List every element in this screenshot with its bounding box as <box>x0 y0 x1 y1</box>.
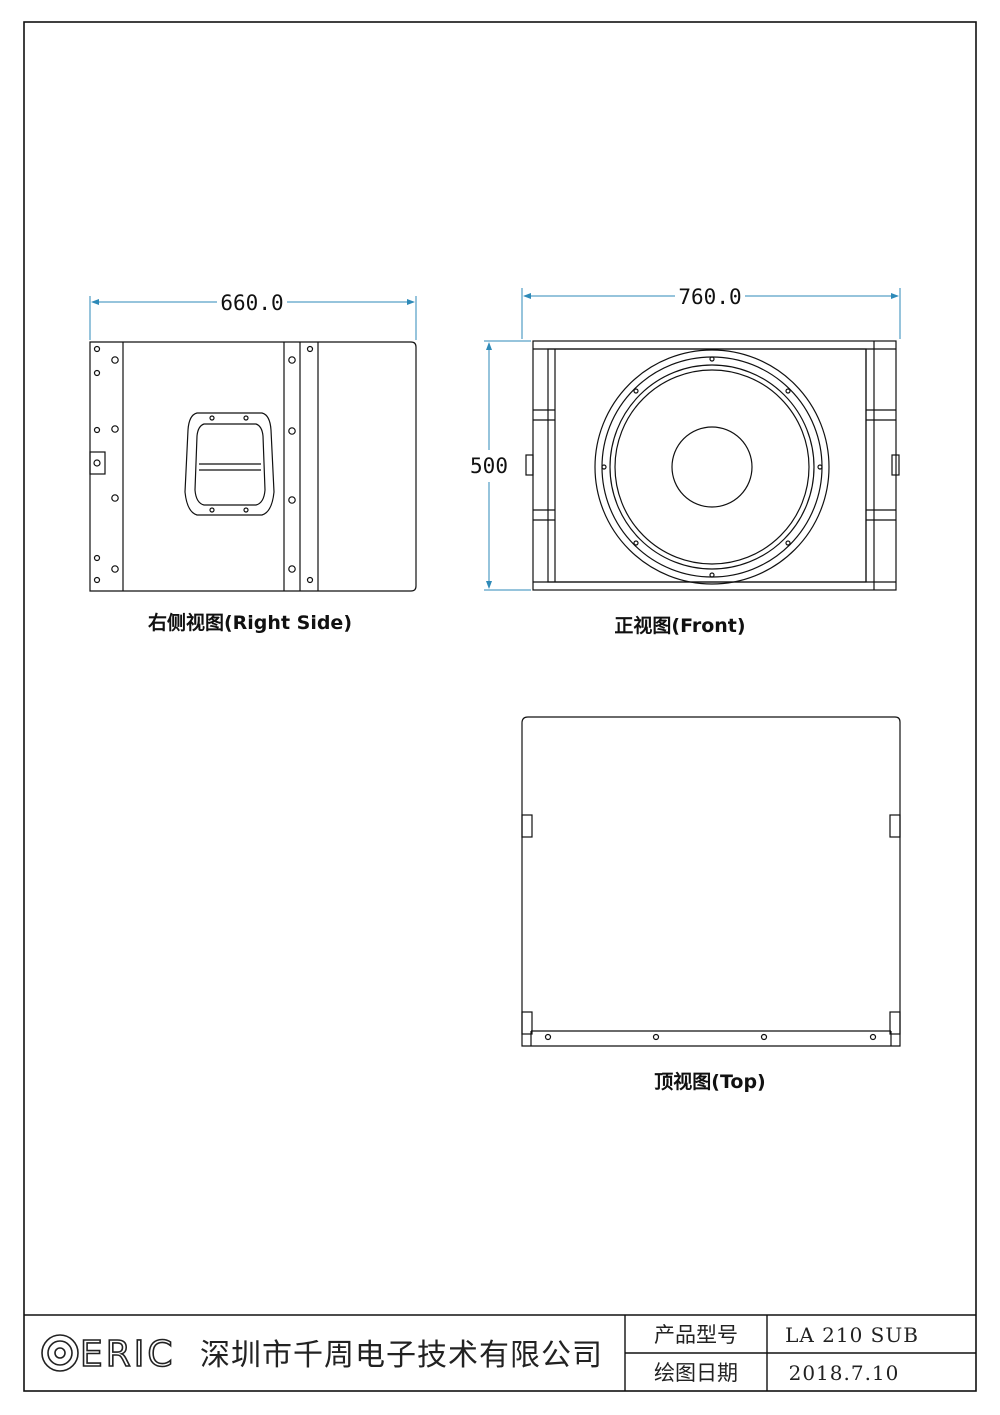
title-block <box>24 1314 976 1391</box>
front-height-dimension <box>484 340 531 591</box>
eric-logo-text: ERIC <box>80 1334 176 1375</box>
front-height-value: 500 <box>470 454 508 478</box>
right-side-width-dimension <box>89 296 417 340</box>
company-name: 深圳市千周电子技术有限公司 <box>200 1338 603 1373</box>
top-view <box>521 716 901 1047</box>
top-view-label: 顶视图(Top) <box>654 1070 765 1093</box>
front-width-dimension <box>521 288 901 339</box>
right-side-width-value: 660.0 <box>220 291 283 315</box>
right-side-view <box>89 341 417 592</box>
side-screws <box>93 345 314 584</box>
front-view <box>525 340 900 591</box>
speaker-driver-icon <box>594 349 830 585</box>
date-label: 绘图日期 <box>654 1361 738 1385</box>
model-value: LA 210 SUB <box>785 1323 919 1347</box>
right-side-view-label: 右侧视图(Right Side) <box>147 611 352 634</box>
date-value: 2018.7.10 <box>789 1361 900 1385</box>
drawing-frame <box>23 21 977 1392</box>
eric-logo: ERIC <box>41 1333 176 1376</box>
handle-icon <box>184 412 275 516</box>
front-width-value: 760.0 <box>678 285 741 309</box>
front-view-label: 正视图(Front) <box>614 614 745 637</box>
model-label: 产品型号 <box>654 1323 738 1347</box>
